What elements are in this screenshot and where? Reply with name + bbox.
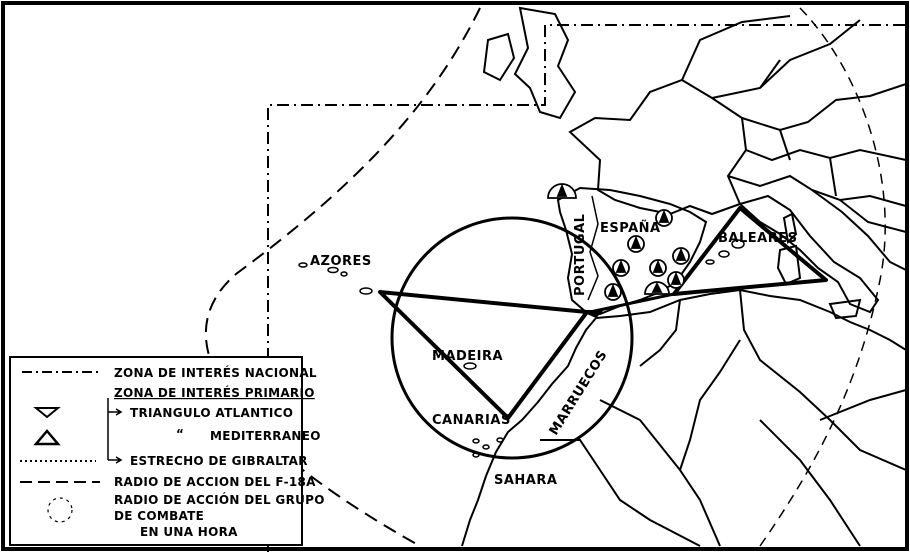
legend-label-ditto: “ <box>176 427 184 441</box>
legend-arrow-estrecho <box>108 456 123 464</box>
canarias-island-3 <box>496 437 504 443</box>
baleares-island-1 <box>718 250 730 258</box>
baleares-island-3 <box>705 259 715 265</box>
legend: ZONA DE INTERÉS NACIONAL ZONA DE INTERÉS… <box>9 356 325 546</box>
north-africa <box>595 288 907 351</box>
estrecho-gibraltar-marker <box>578 310 604 318</box>
label-espana: ESPAÑA <box>600 220 661 236</box>
airbase-icon <box>644 281 670 295</box>
airbase-icon <box>612 259 630 277</box>
radio-accion-f18a-arc-east <box>759 7 886 547</box>
azores-island-4 <box>359 287 373 295</box>
canarias-island-1 <box>472 438 480 444</box>
legend-label-triangulo: TRIANGULO ATLANTICO <box>130 406 293 420</box>
islands <box>298 239 745 458</box>
label-madeira: MADEIRA <box>432 349 503 364</box>
sardinia <box>776 244 802 286</box>
airbase-icon <box>667 271 685 289</box>
legend-label-grupo-line3: EN UNA HORA <box>140 525 238 539</box>
legend-swatch-grupo-combate <box>47 497 73 523</box>
airbase-icon <box>655 209 673 227</box>
airbase-icon <box>672 247 690 265</box>
triangulo-mediterraneo <box>672 206 828 296</box>
legend-label-nacional: ZONA DE INTERÉS NACIONAL <box>114 365 317 380</box>
airbase-icon <box>627 235 645 253</box>
radio-accion-grupo-combate-circle <box>390 216 634 460</box>
africa-borders <box>540 289 907 547</box>
legend-label-estrecho: ESTRECHO DE GIBRALTAR <box>130 454 308 468</box>
legend-box <box>9 356 303 546</box>
baleares-island-2 <box>731 239 745 249</box>
airbase-icon <box>604 283 622 301</box>
azores-island-2 <box>327 266 339 274</box>
corsica <box>782 212 798 245</box>
azores-island-1 <box>298 262 308 268</box>
label-portugal: PORTUGAL <box>573 214 588 296</box>
legend-label-mediterraneo: MEDITERRANEO <box>210 429 321 443</box>
air-bases <box>547 183 690 301</box>
legend-swatch-triangle-down-icon <box>33 407 61 419</box>
legend-arrow-triangulo <box>108 408 123 416</box>
estrecho-connector <box>589 292 675 314</box>
africa-atlantic-coast <box>461 317 597 547</box>
triangulo-atlantico <box>378 290 589 420</box>
airbase-icon <box>649 259 667 277</box>
legend-label-primario: ZONA DE INTERÉS PRIMARIO <box>114 385 315 400</box>
british-isles <box>513 6 577 120</box>
madeira-island <box>463 362 477 370</box>
canarias-island-2 <box>482 444 490 450</box>
label-canarias: CANARIAS <box>432 413 511 428</box>
airbase-icon <box>547 183 577 199</box>
legend-label-grupo-line2: DE COMBATE <box>114 509 204 523</box>
legend-label-f18a: RADIO DE ACCION DEL F-18A <box>114 475 316 489</box>
balkans <box>811 189 907 271</box>
ireland <box>482 32 516 82</box>
label-sahara: SAHARA <box>494 473 557 488</box>
zona-interes-nacional-boundary <box>267 24 906 552</box>
france <box>568 78 748 216</box>
azores-island-3 <box>340 271 348 277</box>
legend-label-grupo-line1: RADIO DE ACCIÓN DEL GRUPO <box>114 492 325 507</box>
portugal-border <box>587 195 599 301</box>
label-baleares: BALEARES <box>718 231 797 246</box>
legend-swatch-triangle-up-icon <box>33 429 61 446</box>
label-azores: AZORES <box>310 254 372 269</box>
